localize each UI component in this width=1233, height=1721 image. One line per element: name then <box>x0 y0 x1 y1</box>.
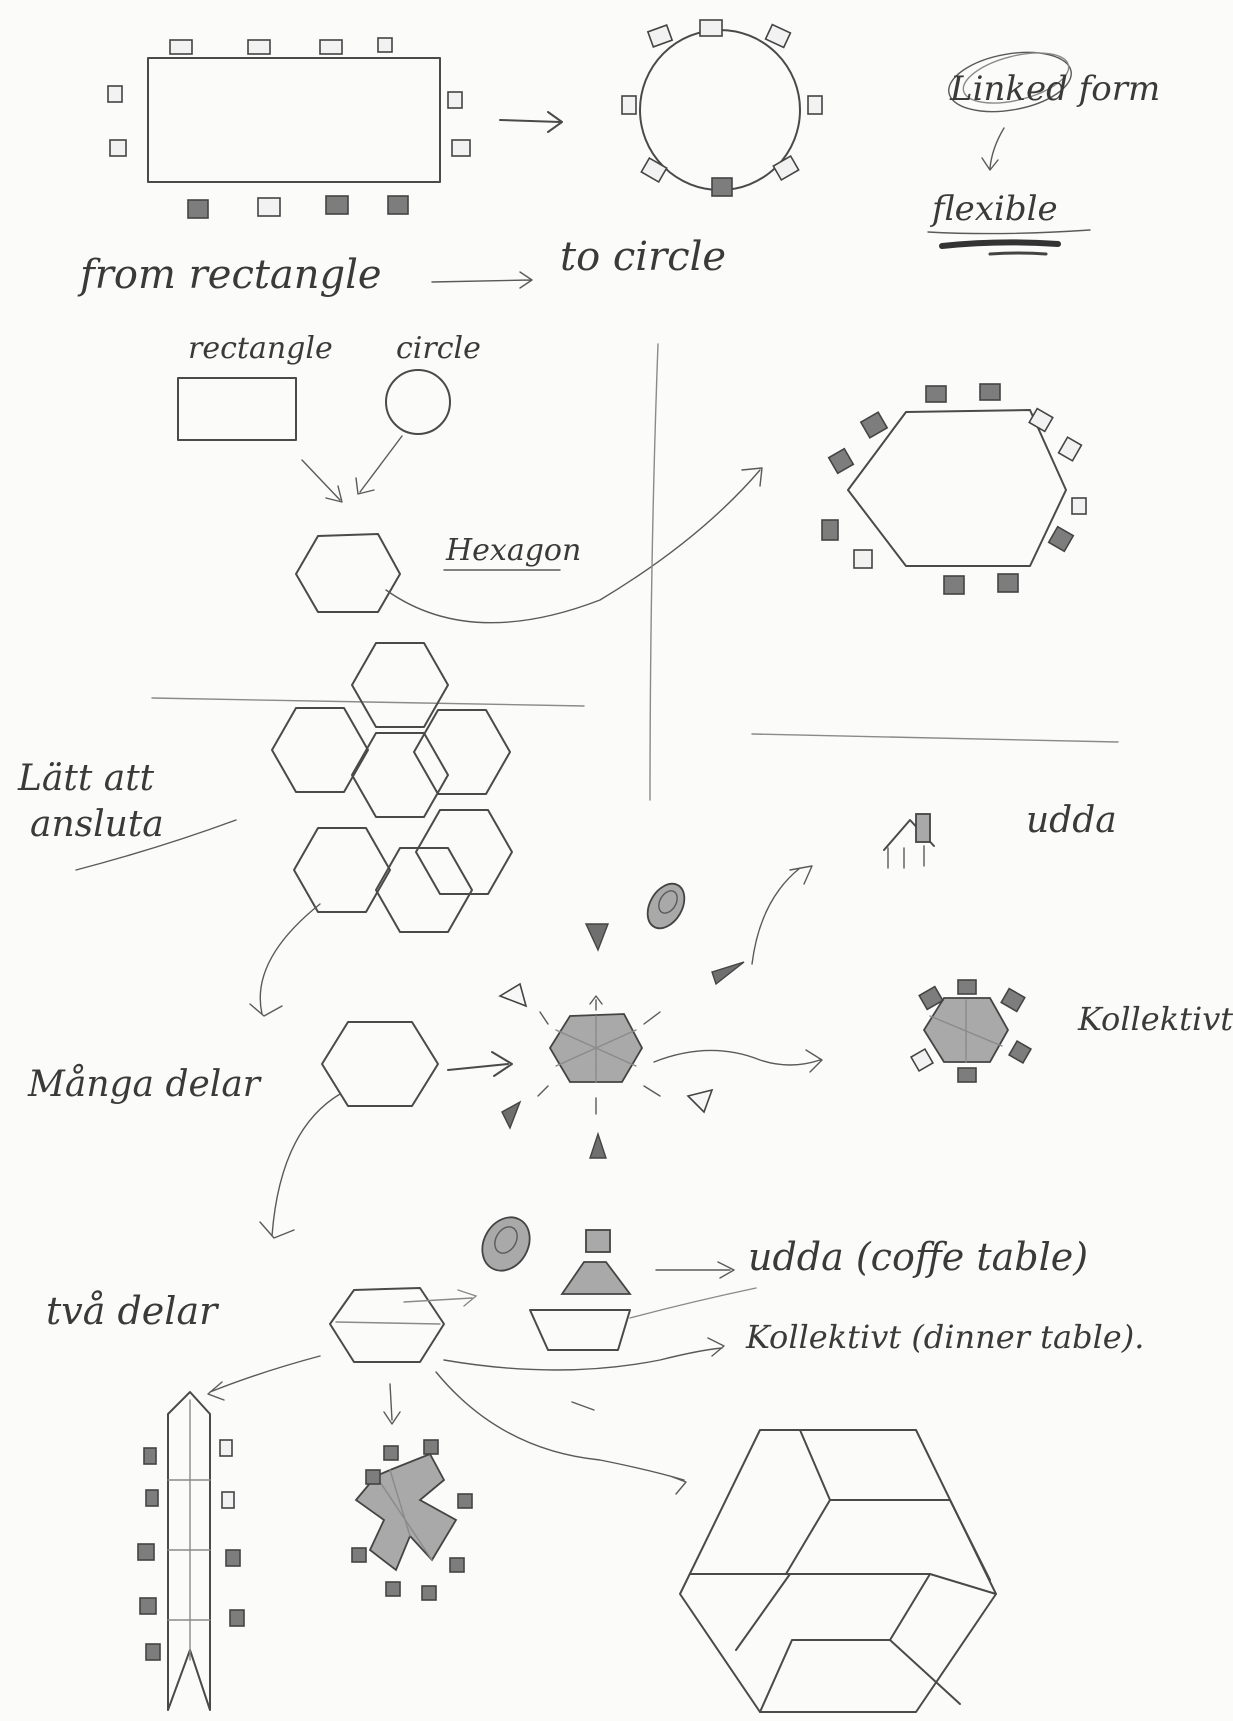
arrow-to-udda <box>752 866 812 964</box>
arrow-to-long-table <box>208 1356 320 1400</box>
arrow-udda-coffee <box>656 1262 734 1278</box>
kollektivt-table-sketch <box>911 980 1031 1082</box>
pinwheel-table-sketch <box>352 1440 472 1600</box>
udda-coffee-label: udda (coffe table) <box>748 1235 1088 1279</box>
rectangle-label: rectangle <box>188 331 333 366</box>
latt-att-label-line1: Lätt att <box>17 758 155 799</box>
divider-horizontal-left <box>152 698 584 706</box>
hexagon-cluster <box>272 643 512 932</box>
kollektivt-label: Kollektivt <box>1077 1000 1233 1038</box>
long-table-sketch <box>138 1392 244 1710</box>
spiral-note-top <box>640 877 692 935</box>
split-hexagon <box>538 996 660 1114</box>
arrow-rect-to-circle <box>500 112 562 132</box>
hexagon-two-parts <box>330 1288 444 1362</box>
udda-label: udda <box>1026 800 1117 841</box>
divider-horizontal-right <box>752 734 1118 742</box>
circle-shape <box>386 370 450 434</box>
hexagon-table-sketch <box>822 384 1086 594</box>
from-rectangle-label: from rectangle <box>77 252 382 298</box>
cluster-to-hexagon-arrow <box>250 904 320 1016</box>
spiral-note-bottom <box>473 1209 539 1279</box>
rectangle-table-sketch <box>108 38 470 218</box>
hexagon-to-two-parts-arrow <box>260 1094 340 1238</box>
kollektivt-dinner-label: Kollektivt (dinner table). <box>745 1318 1144 1356</box>
coffee-table-parts <box>530 1230 630 1350</box>
udda-house-sketch <box>884 814 934 868</box>
rectangle-shape <box>178 378 296 440</box>
arrow-to-circle-text <box>432 272 532 288</box>
tva-delar-label: två delar <box>46 1289 220 1333</box>
arrow-to-large-hexagon <box>436 1372 686 1494</box>
linked-form-label: Linked form <box>949 69 1160 109</box>
hexagon-label: Hexagon <box>445 533 581 568</box>
arrow-to-split <box>448 1052 512 1076</box>
to-circle-label: to circle <box>560 234 726 280</box>
linked-form-note: Linked form flexible <box>928 44 1160 254</box>
hexagon-shape <box>296 534 400 612</box>
manga-delar-label: Många delar <box>27 1064 262 1105</box>
arrow-to-kollektivt <box>654 1050 822 1072</box>
flexible-label: flexible <box>929 189 1058 229</box>
merge-arrows <box>302 436 402 502</box>
hexagon-many-parts <box>322 1022 438 1106</box>
arrow-kollektivt-dinner <box>444 1338 724 1370</box>
circle-table-sketch <box>622 20 822 196</box>
large-hexagon-sketch <box>680 1430 996 1712</box>
circle-label: circle <box>396 331 481 366</box>
divider-vertical <box>650 344 658 800</box>
latt-att-label-line2: ansluta <box>30 804 164 845</box>
arrow-to-pinwheel <box>384 1384 400 1424</box>
